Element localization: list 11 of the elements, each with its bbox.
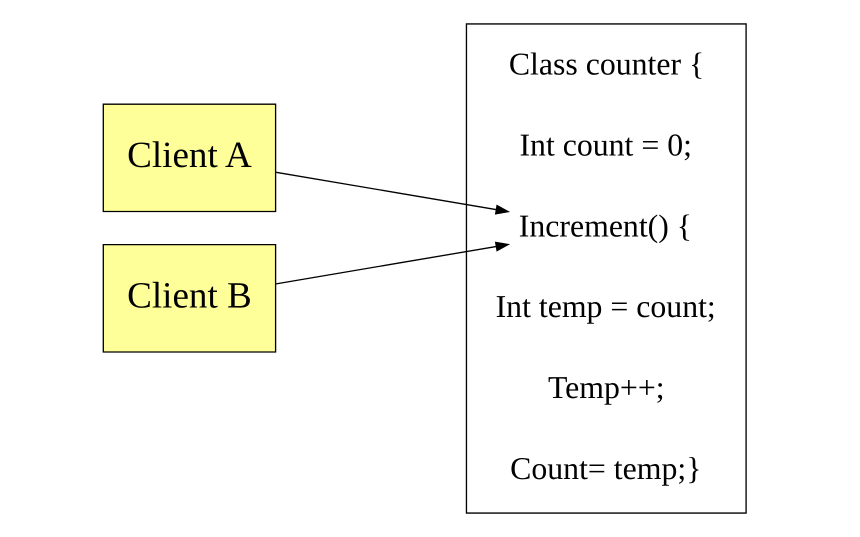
node-text: Class counter {: [508, 46, 704, 82]
node-text: Count= temp;}: [510, 450, 702, 486]
node-text: Temp++;: [548, 370, 665, 405]
node-text: Int count = 0;: [519, 127, 692, 162]
arrow: [276, 242, 510, 284]
arrow: [276, 172, 510, 215]
node-text: Int temp = count;: [496, 289, 716, 324]
node-box: Client A: [102, 104, 276, 212]
node-text: Increment() {: [518, 208, 692, 244]
node-box: Client B: [102, 244, 276, 353]
cluster: [466, 23, 747, 514]
